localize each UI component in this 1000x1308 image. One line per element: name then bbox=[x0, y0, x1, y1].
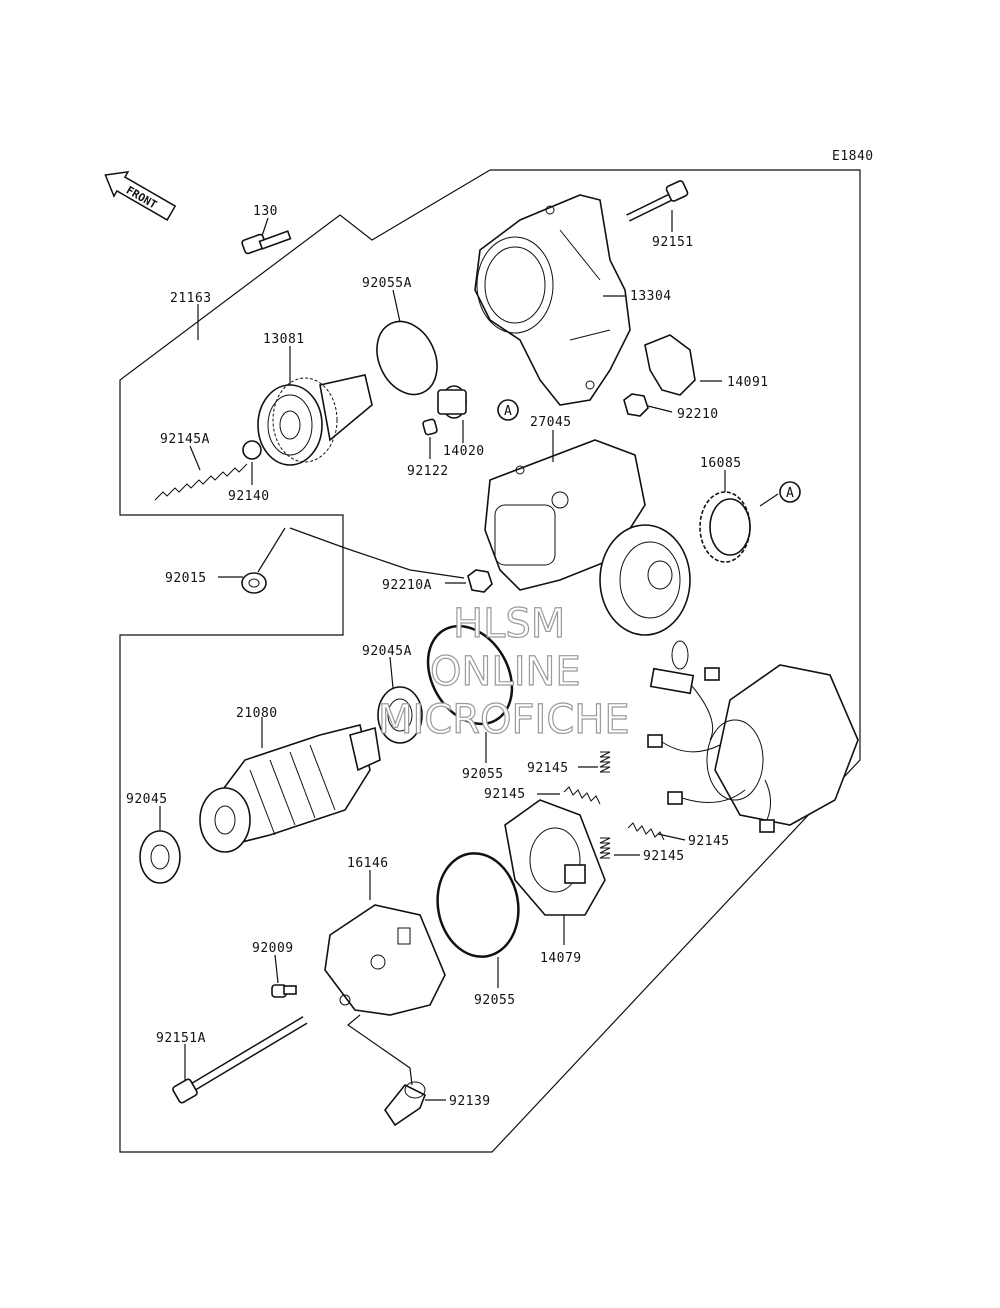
label-92145-d: 92145 bbox=[643, 849, 685, 864]
label-13081: 13081 bbox=[263, 332, 305, 347]
watermark: HLSM ONLINE MICROFICHE bbox=[377, 600, 630, 743]
label-92151: 92151 bbox=[652, 235, 694, 250]
label-92055-upper: 92055 bbox=[462, 767, 504, 782]
svg-text:A: A bbox=[786, 486, 794, 501]
o-ring-92055a-part bbox=[376, 320, 438, 396]
armature-21080-part bbox=[199, 724, 381, 853]
end-cover-16146-part bbox=[324, 904, 446, 1016]
label-16146: 16146 bbox=[347, 856, 389, 871]
label-92145-a: 92145 bbox=[527, 761, 569, 776]
screw-92009-part bbox=[271, 984, 297, 998]
label-92145a: 92145A bbox=[160, 432, 210, 447]
boot-92139-part bbox=[384, 1081, 427, 1127]
housing-13304-part bbox=[474, 194, 631, 406]
motor-yoke-27045-part bbox=[484, 439, 691, 636]
o-ring-92055-lower-part bbox=[436, 852, 520, 958]
spring-92145-a-part bbox=[599, 751, 611, 773]
label-92145-c: 92145 bbox=[688, 834, 730, 849]
cap-14091-part bbox=[644, 334, 696, 396]
label-13304: 13304 bbox=[630, 289, 672, 304]
label-92139: 92139 bbox=[449, 1094, 491, 1109]
part-labels: E1840 130 92151 21163 92055A 13304 13081… bbox=[126, 149, 874, 1109]
spring-92145-c-part bbox=[627, 822, 665, 841]
front-arrow-icon: FRONT bbox=[104, 170, 177, 221]
label-92210: 92210 bbox=[677, 407, 719, 422]
label-92122: 92122 bbox=[407, 464, 449, 479]
label-16085: 16085 bbox=[700, 456, 742, 471]
leader-lines bbox=[159, 210, 779, 1101]
spring-92145-d-part bbox=[599, 837, 611, 859]
label-14020: 14020 bbox=[443, 444, 485, 459]
label-92045a: 92045A bbox=[362, 644, 412, 659]
through-bolt-92151a-part bbox=[172, 1016, 308, 1104]
label-14091: 14091 bbox=[727, 375, 769, 390]
watermark-line-2: ONLINE bbox=[430, 649, 581, 695]
nut-92210a-part bbox=[467, 569, 493, 593]
label-14079: 14079 bbox=[540, 951, 582, 966]
nut-92210-part bbox=[623, 393, 649, 417]
spring-92145-b-part bbox=[563, 786, 601, 805]
pin-92122-part bbox=[422, 418, 438, 436]
brush-plate-14079-part bbox=[504, 799, 606, 916]
o-ring-92055-upper-part bbox=[426, 624, 514, 726]
label-92009: 92009 bbox=[252, 941, 294, 956]
bolt-130-part bbox=[241, 230, 292, 255]
spring-92145a-part bbox=[154, 463, 248, 501]
label-92015: 92015 bbox=[165, 571, 207, 586]
svg-text:A: A bbox=[504, 404, 512, 419]
label-92151a: 92151A bbox=[156, 1031, 206, 1046]
label-92045: 92045 bbox=[126, 792, 168, 807]
label-92055a: 92055A bbox=[362, 276, 412, 291]
label-130: 130 bbox=[253, 204, 278, 219]
watermark-line-1: HLSM bbox=[453, 601, 565, 647]
bearing-92045-part bbox=[139, 830, 181, 884]
ref-marker-a-upper: A bbox=[497, 399, 519, 421]
watermark-line-3: MICROFICHE bbox=[378, 697, 630, 743]
gear-16085-part bbox=[699, 491, 751, 563]
label-92145-b: 92145 bbox=[484, 787, 526, 802]
label-21163: 21163 bbox=[170, 291, 212, 306]
bolt-92151-part bbox=[626, 180, 689, 222]
assembly-boundary bbox=[119, 169, 861, 1153]
label-92140: 92140 bbox=[228, 489, 270, 504]
clutch-gear-13081-part bbox=[257, 374, 373, 466]
label-21080: 21080 bbox=[236, 706, 278, 721]
diagram-code: E1840 bbox=[832, 149, 874, 164]
bearing-92045a-part bbox=[377, 686, 423, 744]
ref-marker-a-right: A bbox=[779, 481, 801, 503]
brush-assembly-part bbox=[647, 640, 859, 833]
washer-92015-part bbox=[241, 572, 267, 594]
label-92055-lower: 92055 bbox=[474, 993, 516, 1008]
label-92210a: 92210A bbox=[382, 578, 432, 593]
label-27045: 27045 bbox=[530, 415, 572, 430]
retainer-14020-part bbox=[437, 385, 467, 419]
ball-92140-part bbox=[242, 440, 262, 460]
